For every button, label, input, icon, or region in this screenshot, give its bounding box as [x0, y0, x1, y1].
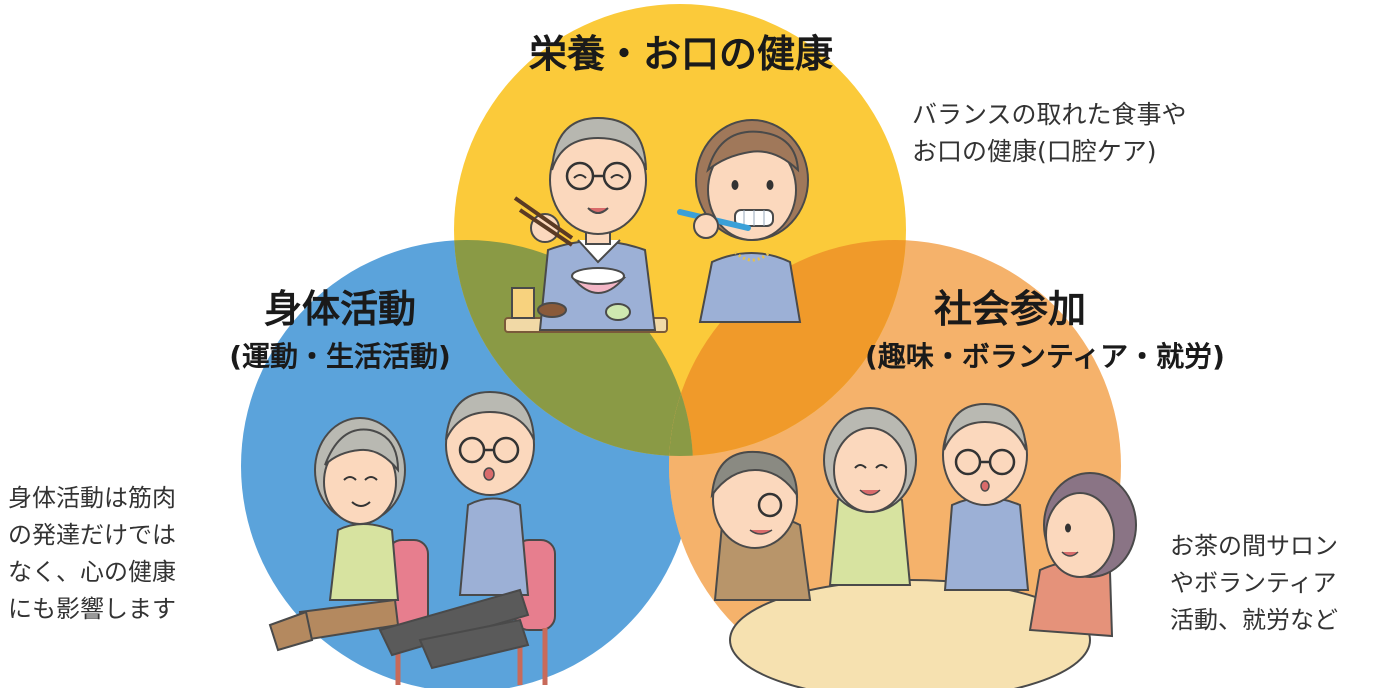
nutrition-description-line: お口の健康(口腔ケア) [912, 137, 1157, 166]
social-description-line: やボランティア [1170, 569, 1337, 597]
elderly-woman-brushing-teeth-icon [677, 119, 809, 323]
nutrition-social-overlap [669, 240, 906, 456]
nutrition-description-line: バランスの取れた食事や [912, 100, 1187, 129]
physical-description: 身体活動は筋肉 の発達だけでは なく、心の健康 にも影響します [8, 480, 176, 628]
physical-description-line: の発達だけでは [8, 521, 176, 549]
social-description-line: お茶の間サロン [1170, 532, 1338, 560]
nutrition-description: バランスの取れた食事や お口の健康(口腔ケア) [912, 96, 1187, 170]
physical-description-line: なく、心の健康 [8, 558, 176, 586]
social-title: 社会参加 [933, 287, 1086, 331]
social-subtitle: (趣味・ボランティア・就労) [865, 340, 1225, 373]
nutrition-physical-overlap [454, 240, 693, 456]
physical-subtitle: (運動・生活活動) [229, 340, 451, 373]
elderly-couple-seated-exercise-icon [268, 390, 556, 685]
elderly-man-eating-icon [504, 116, 668, 333]
physical-title: 身体活動 [263, 287, 416, 331]
social-description-line: 活動、就労など [1170, 606, 1338, 634]
physical-description-line: 身体活動は筋肉 [8, 484, 176, 512]
nutrition-title: 栄養・お口の健康 [528, 32, 833, 76]
elderly-group-conversation-icon [710, 402, 1137, 688]
physical-description-line: にも影響します [8, 595, 176, 623]
social-description: お茶の間サロン やボランティア 活動、就労など [1170, 528, 1338, 639]
